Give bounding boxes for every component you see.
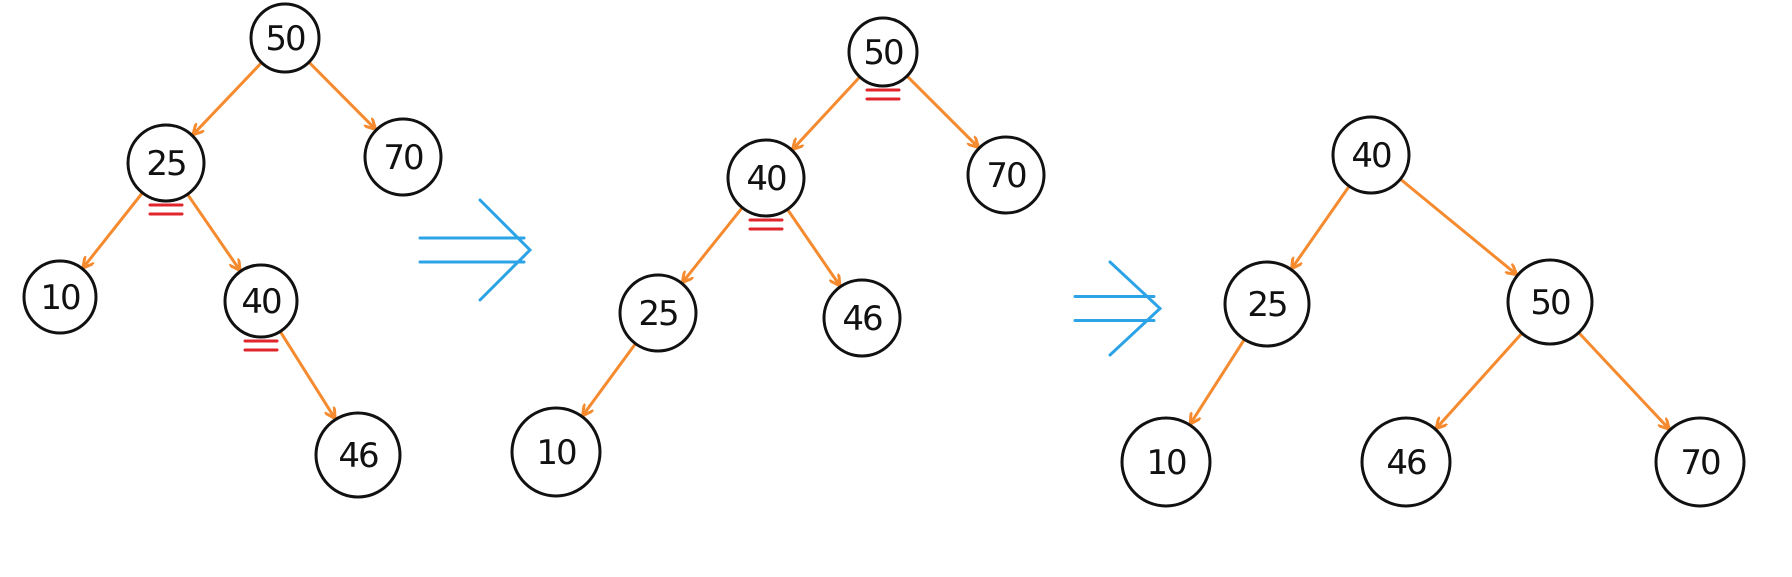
node-intermediate-25: 25 [618, 273, 698, 353]
edge-intermediate-n50-n70 [905, 74, 978, 147]
node-after-10: 10 [1120, 416, 1212, 508]
node-label: 46 [1386, 443, 1426, 483]
node-label: 25 [638, 294, 677, 334]
node-label: 40 [241, 282, 281, 322]
node-circle [1331, 115, 1411, 195]
node-label: 50 [863, 33, 903, 73]
edge-after-n40-n50 [1398, 177, 1516, 274]
node-circle [1506, 258, 1594, 346]
node-after-50: 50 [1506, 258, 1594, 346]
edge-before-n50-n25 [194, 61, 264, 134]
edge-after-n25-n10 [1191, 337, 1246, 423]
node-circle [966, 135, 1046, 215]
node-circle [1360, 416, 1452, 508]
node-before-70: 70 [363, 117, 443, 197]
edge-after-n50-n46 [1437, 331, 1524, 428]
node-label: 50 [1530, 283, 1570, 323]
underline-mark-before-n40 [243, 339, 279, 352]
node-circle [618, 273, 698, 353]
node-label: 25 [1247, 285, 1286, 325]
node-circle [510, 406, 602, 498]
edge-before-n25-n40 [186, 192, 240, 269]
node-intermediate-40: 40 [726, 138, 806, 218]
node-label: 40 [746, 159, 786, 199]
node-label: 70 [1680, 443, 1720, 483]
edge-before-n40-n46 [278, 329, 334, 417]
node-label: 50 [265, 19, 305, 59]
edge-before-n50-n70 [307, 60, 375, 128]
transform-arrow-2 [1073, 260, 1163, 357]
node-circle [726, 138, 806, 218]
node-intermediate-50: 50 [847, 16, 919, 88]
node-circle [1654, 416, 1746, 508]
node-circle [249, 2, 321, 74]
node-circle [847, 16, 919, 88]
edge-intermediate-n40-n46 [785, 207, 839, 285]
edge-before-n25-n10 [84, 191, 144, 267]
node-after-46: 46 [1360, 416, 1452, 508]
node-after-40: 40 [1331, 115, 1411, 195]
node-label: 70 [383, 138, 423, 178]
edge-after-n40-n25 [1292, 184, 1351, 268]
edge-intermediate-n25-n10 [583, 342, 638, 415]
node-label: 70 [986, 156, 1026, 196]
node-circle [1120, 416, 1212, 508]
node-after-70: 70 [1654, 416, 1746, 508]
node-label: 10 [40, 278, 80, 318]
node-label: 40 [1351, 136, 1391, 176]
edge-intermediate-n40-n25 [683, 206, 744, 282]
node-label: 46 [842, 299, 882, 339]
transform-arrow-1 [418, 198, 533, 302]
node-label: 25 [146, 144, 185, 184]
underline-mark-intermediate-n40 [748, 218, 784, 231]
underline-mark-intermediate-n50 [865, 88, 901, 101]
underline-mark-before-n25 [148, 203, 184, 216]
edge-intermediate-n50-n40 [793, 75, 862, 149]
node-intermediate-70: 70 [966, 135, 1046, 215]
node-circle [22, 259, 98, 335]
node-circle [1223, 260, 1311, 348]
node-before-50: 50 [249, 2, 321, 74]
node-circle [314, 411, 402, 499]
node-label: 10 [1146, 443, 1186, 483]
node-circle [223, 263, 299, 339]
node-before-10: 10 [22, 259, 98, 335]
node-circle [126, 123, 206, 203]
node-before-25: 25 [126, 123, 206, 203]
node-intermediate-46: 46 [822, 278, 902, 358]
node-before-40: 40 [223, 263, 299, 339]
node-after-25: 25 [1223, 260, 1311, 348]
node-label: 10 [536, 433, 576, 473]
node-circle [822, 278, 902, 358]
node-circle [363, 117, 443, 197]
node-intermediate-10: 10 [510, 406, 602, 498]
node-before-46: 46 [314, 411, 402, 499]
edge-after-n50-n70 [1577, 331, 1669, 429]
node-label: 46 [338, 436, 378, 476]
